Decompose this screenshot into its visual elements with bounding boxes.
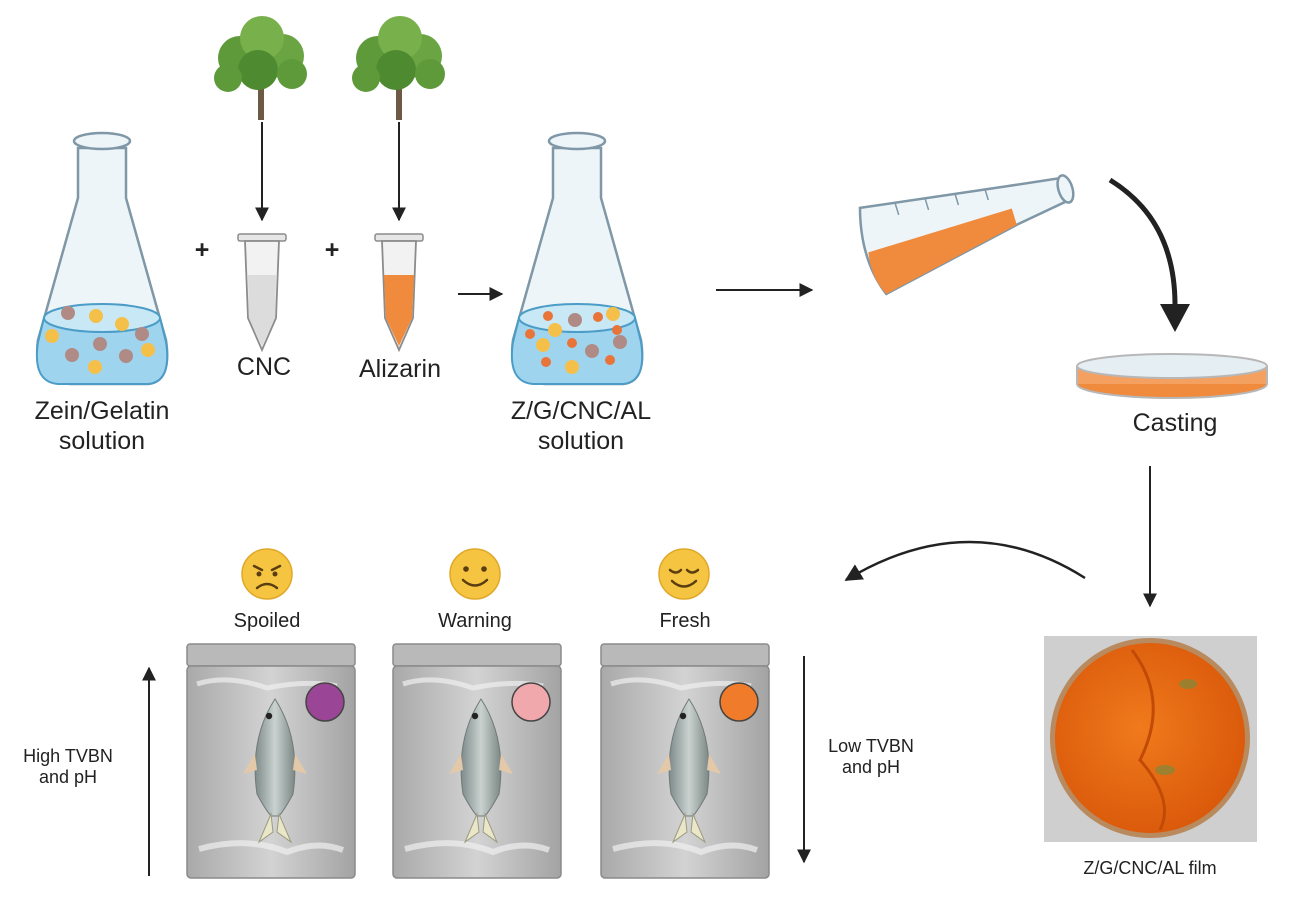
fish-icon <box>657 698 721 844</box>
petri-dish <box>1076 353 1268 399</box>
casting-label: Casting <box>1132 409 1218 437</box>
alizarin-tube <box>374 233 424 353</box>
pouring-flask <box>858 174 1075 296</box>
film-to-bags-arrow <box>844 540 1086 582</box>
spoiled-label: Spoiled <box>233 610 301 632</box>
pour-arrow <box>1108 177 1178 306</box>
plus-sign: + <box>194 236 210 264</box>
film-label: Z/G/CNC/AL film <box>1083 858 1217 878</box>
zgcnc-al-flask <box>510 131 644 386</box>
warning-label: Warning <box>438 610 512 632</box>
fish-bag-fresh <box>600 643 770 879</box>
fish-bag-spoiled <box>186 643 356 879</box>
indicator-dot <box>511 682 551 722</box>
tree-icon <box>214 16 307 120</box>
pour-arrowhead <box>1160 304 1190 332</box>
indicator-dot <box>305 682 345 722</box>
high-tvbn-label: High TVBN and pH <box>23 746 113 788</box>
zgcnc-solution-label: Z/G/CNC/AL solution <box>510 397 652 455</box>
fish-icon <box>449 698 513 844</box>
alizarin-label: Alizarin <box>359 355 441 383</box>
zein-gelatin-flask <box>35 131 169 386</box>
cnc-tube <box>237 233 287 353</box>
fresh-label: Fresh <box>659 610 711 632</box>
low-tvbn-label: Low TVBN and pH <box>828 736 914 778</box>
tree-icon <box>352 16 445 120</box>
angry-face-icon <box>241 548 293 600</box>
smiling-face-icon <box>449 548 501 600</box>
content-face-icon <box>658 548 710 600</box>
film-photo <box>1044 636 1257 842</box>
indicator-dot <box>719 682 759 722</box>
fish-bag-warning <box>392 643 562 879</box>
fish-icon <box>243 698 307 844</box>
plus-sign: + <box>324 236 340 264</box>
cnc-label: CNC <box>236 353 292 381</box>
zein-gelatin-label: Zein/Gelatin solution <box>34 397 170 455</box>
